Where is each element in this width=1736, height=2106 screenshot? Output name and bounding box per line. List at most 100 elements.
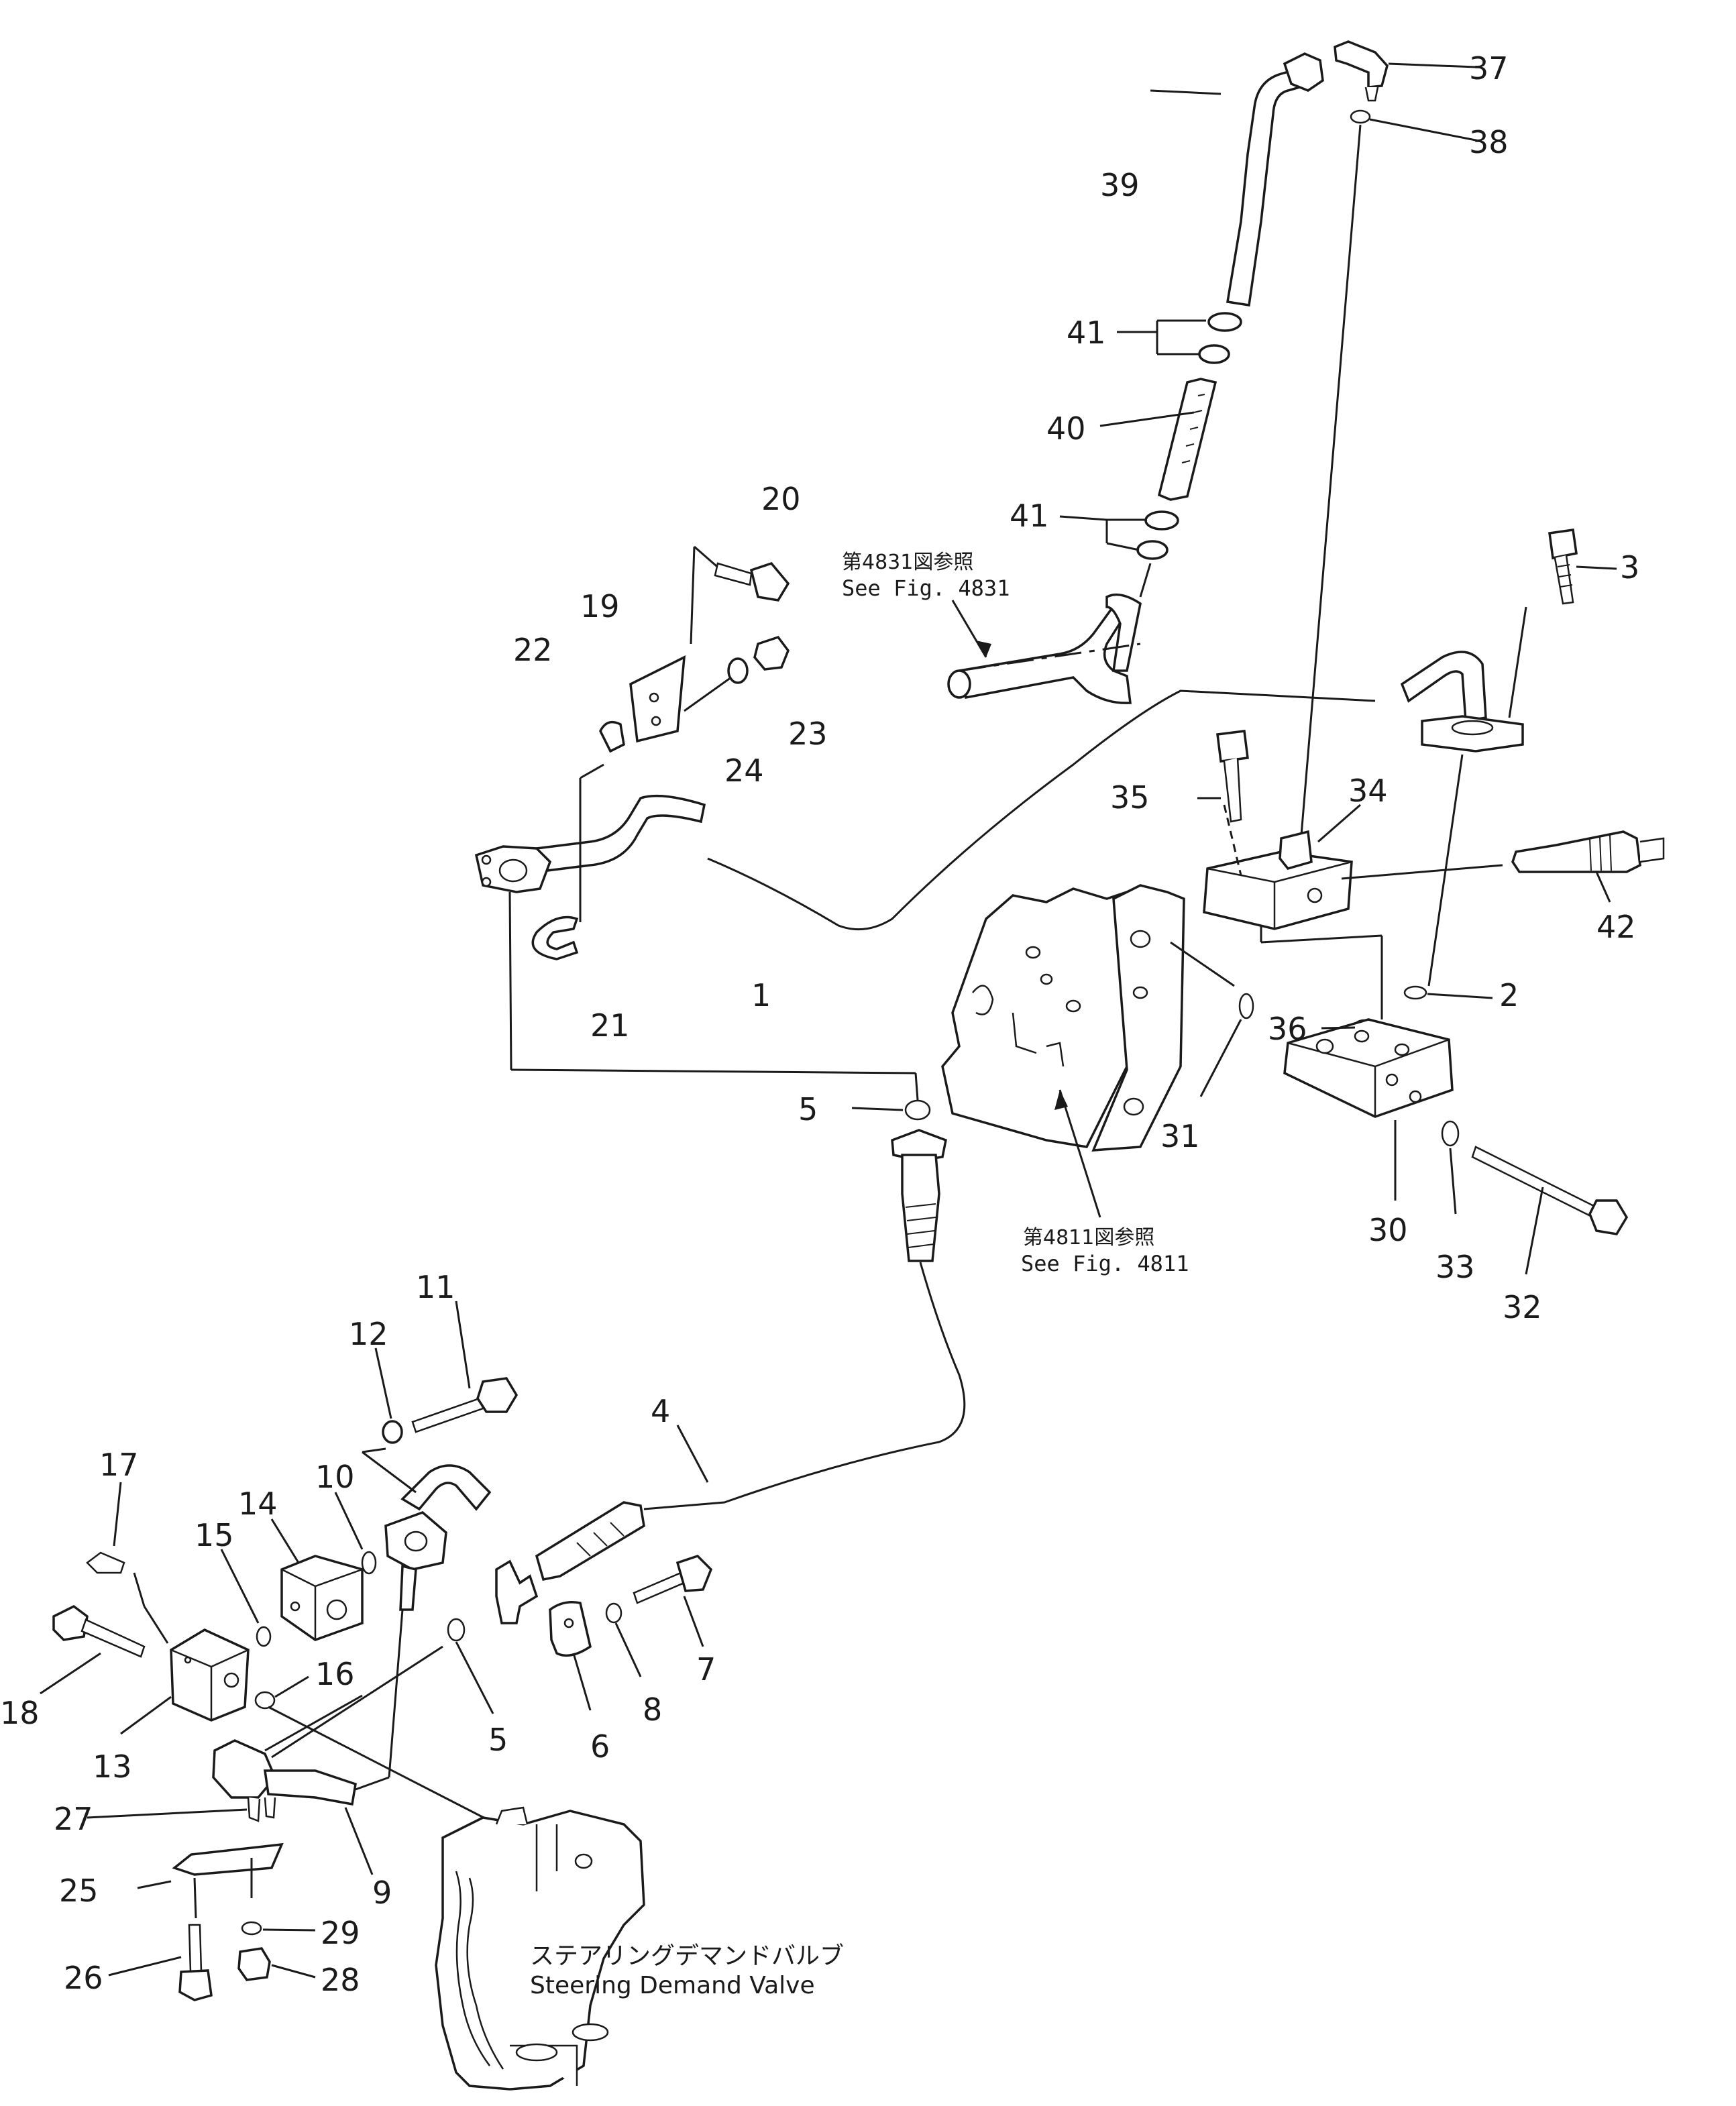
callout-13: 13 bbox=[93, 1749, 132, 1785]
fitting-17 bbox=[86, 1551, 125, 1574]
callout-6: 6 bbox=[590, 1728, 610, 1765]
callout-33: 33 bbox=[1435, 1249, 1475, 1285]
callout-34: 34 bbox=[1348, 773, 1388, 809]
callout-40: 40 bbox=[1046, 410, 1086, 447]
callout-15: 15 bbox=[195, 1517, 234, 1553]
callout-42: 42 bbox=[1596, 909, 1636, 945]
leader-39 bbox=[1150, 89, 1222, 95]
ref-4811-en: See Fig. 4811 bbox=[1021, 1251, 1189, 1276]
callout-5: 5 bbox=[488, 1722, 508, 1758]
callout-25: 25 bbox=[59, 1873, 99, 1909]
bracket-25 bbox=[172, 1842, 284, 1876]
callout-9: 9 bbox=[372, 1875, 392, 1911]
half-flange-6 bbox=[549, 1601, 592, 1657]
clamp-41-top bbox=[1198, 312, 1242, 364]
oring-2 bbox=[1403, 985, 1427, 1000]
callout-32: 32 bbox=[1503, 1289, 1542, 1325]
oring-5-lower bbox=[447, 1618, 466, 1642]
clamp-41-bottom bbox=[1136, 510, 1179, 560]
callout-38: 38 bbox=[1469, 124, 1509, 160]
oring-5-upper bbox=[904, 1099, 931, 1121]
callout-28: 28 bbox=[321, 1962, 360, 1998]
callout-29: 29 bbox=[321, 1915, 360, 1951]
pipe-1-centerline bbox=[707, 689, 1376, 931]
ref-4831-jp: 第4831図参照 bbox=[842, 551, 973, 574]
steering-demand-valve bbox=[435, 1806, 645, 2091]
callout-27: 27 bbox=[54, 1801, 93, 1837]
oring-38 bbox=[1350, 109, 1371, 124]
block-13 bbox=[170, 1628, 250, 1722]
washer-33 bbox=[1441, 1120, 1460, 1147]
hose-40 bbox=[1157, 378, 1217, 501]
callout-20: 20 bbox=[761, 481, 801, 517]
tube-39 bbox=[1226, 65, 1313, 307]
fitting-39-nut bbox=[1283, 52, 1324, 92]
washer-29 bbox=[241, 1921, 262, 1936]
callout-36: 36 bbox=[1268, 1011, 1307, 1047]
main-control-valve bbox=[941, 884, 1185, 1152]
block-30 bbox=[1283, 1018, 1454, 1118]
bolt-3 bbox=[1548, 529, 1578, 605]
part-42 bbox=[1511, 830, 1665, 873]
clip-22 bbox=[599, 720, 625, 753]
callout-37: 37 bbox=[1469, 50, 1509, 87]
callout-26: 26 bbox=[64, 1960, 103, 1996]
bolt-35 bbox=[1216, 730, 1249, 823]
ref-4811-jp: 第4811図参照 bbox=[1023, 1226, 1154, 1250]
bolt-7 bbox=[633, 1554, 713, 1604]
block-34 bbox=[1203, 830, 1353, 930]
callout-8: 8 bbox=[643, 1692, 662, 1728]
callout-4: 4 bbox=[651, 1393, 670, 1429]
callout-24: 24 bbox=[724, 753, 764, 789]
ubolt-21 bbox=[531, 916, 579, 960]
bolt-32 bbox=[1471, 1146, 1629, 1235]
washer-12 bbox=[382, 1420, 403, 1444]
bracket-19 bbox=[629, 655, 686, 743]
callout-10: 10 bbox=[315, 1459, 355, 1495]
callout-17: 17 bbox=[99, 1447, 139, 1483]
hose-4-bottom-fitting bbox=[495, 1501, 645, 1624]
steering-valve-label-en: Steering Demand Valve bbox=[530, 1972, 815, 1999]
pipe-9 bbox=[212, 1739, 357, 1822]
oring-15 bbox=[256, 1626, 272, 1647]
callout-19: 19 bbox=[580, 588, 620, 624]
callout-31: 31 bbox=[1160, 1118, 1200, 1154]
nut-23 bbox=[753, 635, 790, 671]
callout-12: 12 bbox=[349, 1316, 388, 1352]
callout-3: 3 bbox=[1620, 549, 1639, 586]
bolt-20 bbox=[714, 561, 790, 602]
washer-24 bbox=[727, 657, 749, 684]
callout-41: 41 bbox=[1067, 315, 1106, 351]
steering-valve-label-jp: ステアリングデマンドバルブ bbox=[530, 1942, 844, 1970]
callout-5: 5 bbox=[798, 1091, 818, 1127]
pipe-3-flange bbox=[1400, 651, 1524, 753]
callout-2: 2 bbox=[1499, 977, 1519, 1013]
pipe-ref-4831 bbox=[947, 593, 1142, 704]
callout-7: 7 bbox=[696, 1651, 716, 1687]
hose-4-top-fitting bbox=[891, 1129, 948, 1262]
callout-41: 41 bbox=[1010, 498, 1049, 534]
bolt-18 bbox=[52, 1604, 146, 1658]
callout-39: 39 bbox=[1100, 167, 1140, 203]
callout-16: 16 bbox=[315, 1656, 355, 1692]
callout-22: 22 bbox=[513, 632, 553, 668]
callout-23: 23 bbox=[788, 716, 828, 752]
callout-35: 35 bbox=[1110, 779, 1150, 816]
callout-30: 30 bbox=[1368, 1212, 1408, 1248]
callout-11: 11 bbox=[416, 1269, 455, 1305]
callout-14: 14 bbox=[238, 1486, 278, 1522]
pipe-9-flange bbox=[384, 1464, 492, 1611]
hose-4-centerline bbox=[643, 1262, 966, 1510]
bolt-26 bbox=[178, 1924, 213, 2001]
callout-1: 1 bbox=[751, 977, 771, 1013]
elbow-37 bbox=[1334, 40, 1389, 102]
washer-8 bbox=[605, 1602, 622, 1624]
oring-10 bbox=[361, 1551, 377, 1575]
block-14 bbox=[280, 1555, 364, 1641]
oring-16 bbox=[254, 1691, 276, 1710]
callout-18: 18 bbox=[0, 1695, 40, 1731]
ref-4831-en: See Fig. 4831 bbox=[842, 575, 1010, 601]
pipe-1 bbox=[474, 794, 706, 893]
oring-31 bbox=[1238, 993, 1254, 1019]
